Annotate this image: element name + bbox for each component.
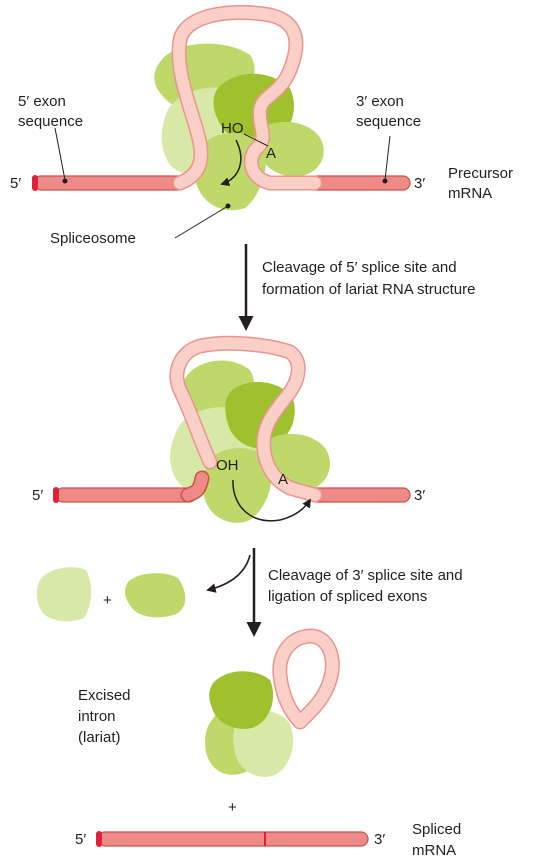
label-five3: 5′: [75, 831, 86, 848]
label-three3: 3′: [374, 831, 385, 848]
leader-spliceosome-dot: [226, 204, 231, 209]
released-subunit-mid: [125, 573, 185, 617]
label-spliced-line2: mRNA: [412, 842, 456, 859]
label-plus2: +: [228, 799, 237, 816]
label-exon3-line2: sequence: [356, 113, 421, 130]
leader-exon5: [55, 128, 65, 180]
label-step2-line1: Cleavage of 3′ splice site and: [268, 567, 463, 584]
step2-side-arrow: [208, 555, 250, 590]
label-five2: 5′: [32, 487, 43, 504]
leader-exon3-dot: [383, 179, 388, 184]
exon2-3-prime: [310, 488, 410, 502]
exon2-5-prime: [56, 488, 196, 502]
label-excised-line3: (lariat): [78, 729, 121, 746]
label-step2-line2: ligation of spliced exons: [268, 588, 427, 605]
label-plus1: +: [103, 592, 112, 609]
label-exon5-line1: 5′ exon: [18, 93, 66, 110]
label-three1: 3′: [414, 175, 425, 192]
label-exon3-line1: 3′ exon: [356, 93, 404, 110]
label-a1: A: [266, 145, 276, 162]
label-step1-line1: Cleavage of 5′ splice site and: [262, 259, 457, 276]
leader-exon3: [385, 136, 390, 180]
stage-spliced: 5′ 3′ Spliced mRNA: [75, 821, 461, 859]
exon-5-prime: [34, 176, 184, 190]
label-precursor-line1: Precursor: [448, 165, 513, 182]
label-three2: 3′: [414, 487, 425, 504]
label-spliced-line1: Spliced: [412, 821, 461, 838]
label-precursor-line2: mRNA: [448, 185, 492, 202]
leader-spliceosome: [175, 206, 228, 238]
label-a2: A: [278, 471, 288, 488]
label-spliceosome: Spliceosome: [50, 230, 136, 247]
label-excised-line2: intron: [78, 708, 116, 725]
stage-excised: Excised intron (lariat): [78, 636, 332, 777]
stage-lariat: OH A 5′ 3′: [32, 343, 425, 522]
label-ho: HO: [221, 120, 244, 137]
label-excised-line1: Excised: [78, 687, 131, 704]
spliced-mrna-cap: [96, 831, 102, 847]
released-subunit-light: [37, 567, 91, 621]
label-five1: 5′: [10, 175, 21, 192]
label-step1-line2: formation of lariat RNA structure: [262, 281, 475, 298]
exon-3-prime: [310, 176, 410, 190]
leader-exon5-dot: [63, 179, 68, 184]
exon2-5-cap: [53, 487, 59, 503]
exon-5-cap: [32, 175, 38, 191]
label-exon5-line2: sequence: [18, 113, 83, 130]
label-oh: OH: [216, 457, 239, 474]
stage-precursor: 5′ exon sequence 3′ exon sequence Precur…: [10, 12, 513, 247]
spliced-mrna: [98, 832, 368, 846]
